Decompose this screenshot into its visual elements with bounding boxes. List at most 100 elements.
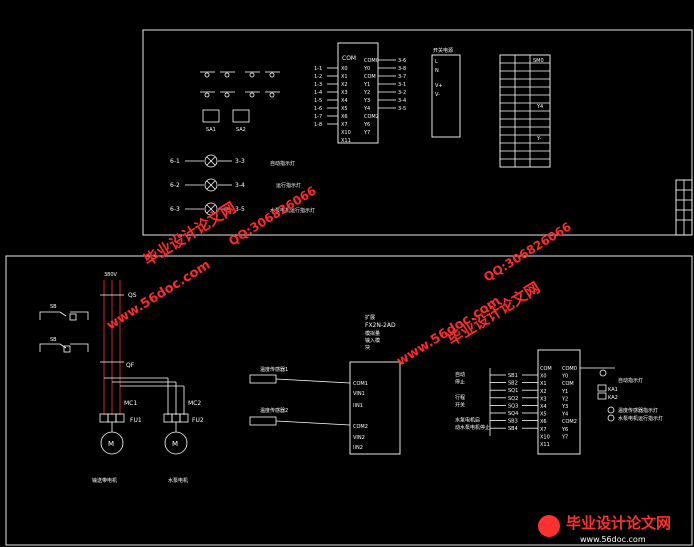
module-pin-com2: COM2: [353, 424, 368, 430]
watermark-6: 毕业设计论文网: [445, 278, 544, 349]
top-plc-output-4: Y2: [363, 90, 370, 96]
sensor-2: 温度传感器2: [249, 407, 351, 426]
top-plc-output-6: Y4: [363, 106, 370, 112]
top-plc-input-3: X3: [341, 90, 348, 96]
top-plc-output-0: COM0: [364, 58, 379, 64]
bottom-panel-border: [5, 255, 693, 546]
supply-label: 380V: [104, 272, 118, 278]
watermark-5-qq: QQ:306826066: [481, 219, 574, 284]
breaker-qf-label: QF: [126, 362, 135, 369]
top-plc-output-3: Y1: [363, 82, 370, 88]
bottom-plc-output-9: Y7: [561, 434, 568, 440]
motor-2-symbol: M: [172, 440, 178, 448]
top-plc-input-4: X4: [341, 98, 348, 104]
top-panel-border: [142, 29, 693, 236]
top-output-wire-1: 3-8: [398, 66, 406, 72]
bottom-plc-output-4: Y2: [561, 396, 568, 402]
top-output-wire-2: 3-7: [398, 74, 406, 80]
bottom-plc-output-8: Y6: [561, 427, 568, 433]
logo-icon: [538, 515, 560, 537]
top-plc-input-7: X7: [341, 122, 348, 128]
lamp-icon-pump: [607, 414, 615, 422]
bottom-plc-input-0: COM: [540, 366, 552, 372]
top-plc-output-8: Y6: [363, 122, 370, 128]
lamp-3-label: 水泵电机运行指示灯: [270, 207, 315, 214]
bottom-plc-input-9: X10: [540, 434, 550, 440]
lamp-1-right-wire: 3-3: [235, 158, 245, 165]
top-plc-output-9: Y7: [363, 130, 370, 136]
motor-1-icon: [100, 431, 124, 455]
module-header-0: 扩展: [365, 314, 375, 321]
lamp-2-right-wire: 3-4: [235, 182, 245, 189]
motor-2-icon: [164, 431, 188, 455]
bottom-plc-button-1: SB2: [508, 381, 518, 387]
lamp-row-3: 6-3 3-5 水泵电机运行指示灯: [170, 202, 315, 216]
bottom-plc-input-10: X11: [540, 442, 550, 448]
ctrl-sb-label-2: SB: [50, 337, 57, 343]
bottom-plc-button-4: SQ3: [508, 403, 518, 409]
module-pin-vin2: VIN2: [353, 435, 365, 441]
lamp-icon-temp: [607, 406, 615, 414]
module-header-2: 模拟量: [365, 330, 380, 337]
sensor-1-label: 温度传感器1: [260, 366, 288, 373]
control-circuit: SB SB: [39, 304, 89, 353]
lamp-2-icon: [204, 178, 218, 192]
bottom-plc-button-0: SB1: [508, 373, 518, 379]
bottom-plc-input-1: X0: [540, 374, 547, 380]
lamp-2-label: 运行指示灯: [276, 182, 301, 189]
top-output-wire-4: 3-2: [398, 90, 406, 96]
switch-symbols: SA1 SA2: [200, 71, 280, 133]
bottom-plc-left-label-1: 停止: [455, 379, 465, 386]
power-pin-vminus: V-: [435, 92, 440, 98]
bottom-plc-input-5: X4: [540, 404, 547, 410]
top-plc-input-0: X0: [341, 66, 348, 72]
bottom-plc-left-label-6: 水泵电机启: [455, 417, 480, 424]
top-input-wire-0: 1-1: [314, 66, 322, 72]
bottom-plc-input-2: X1: [540, 381, 547, 387]
bottom-plc-input-6: X5: [540, 412, 547, 418]
right-label-temp-lamp: 温度传感器指示灯: [618, 407, 658, 414]
top-output-wire-0: 3-6: [398, 58, 406, 64]
table-mark-yminus: Y-: [536, 136, 541, 142]
lamp-1-icon: [204, 154, 218, 168]
top-input-wire-5: 1-6: [314, 106, 322, 112]
top-plc-input-2: X2: [341, 82, 348, 88]
table-header: SM0: [533, 58, 544, 64]
power-circuit: 380V QS QF MC1 MC2 FU1 FU2 M M 输送带电机 水泵电…: [92, 272, 204, 484]
lamp-3-left-wire: 6-3: [170, 206, 180, 213]
top-plc-input-5: X5: [341, 106, 348, 112]
motor-1-label: 输送带电机: [92, 477, 117, 484]
watermark-6-brand: 毕业设计论文网: [445, 278, 544, 349]
switch-label-sa1: SA1: [206, 127, 216, 133]
bottom-plc-button-6: SB3: [508, 419, 518, 425]
right-label-ka2: KA2: [608, 395, 618, 401]
top-input-wire-2: 1-3: [314, 82, 322, 88]
top-input-wire-1: 1-2: [314, 74, 322, 80]
lamp-row-2: 6-2 3-4 运行指示灯: [170, 178, 301, 192]
bottom-plc-output-6: Y4: [561, 412, 568, 418]
power-pin-n: N: [435, 68, 439, 74]
top-input-wire-7: 1-8: [314, 122, 322, 128]
top-plc-input-6: X6: [341, 114, 348, 120]
top-input-wire-4: 1-5: [314, 98, 322, 104]
lamp-3-right-wire: 3-5: [235, 206, 245, 213]
watermark-3: QQ:306826066: [226, 183, 319, 248]
bottom-plc-left-label-0: 自动: [455, 371, 465, 378]
io-table: SM0 Y4 Y-: [499, 54, 551, 168]
lamp-3-icon: [204, 202, 218, 216]
bottom-plc-button-5: SQ4: [508, 411, 518, 417]
lamp-row-1: 6-1 3-3 自动指示灯: [170, 154, 295, 168]
bottom-plc-output-2: COM: [562, 381, 574, 387]
watermark-2-site: www.56doc.com: [104, 257, 213, 333]
bottom-plc-input-3: X2: [540, 389, 547, 395]
logo-url: www.56doc.com: [580, 535, 646, 544]
lamp-1-label: 自动指示灯: [270, 160, 295, 167]
top-output-wire-6: 3-5: [398, 106, 406, 112]
power-box-title: 开关电源: [433, 47, 453, 54]
module-header-1: FX2N-2AD: [365, 322, 396, 329]
watermark-2: www.56doc.com: [104, 257, 213, 333]
bottom-plc-output-1: Y0: [561, 374, 568, 380]
